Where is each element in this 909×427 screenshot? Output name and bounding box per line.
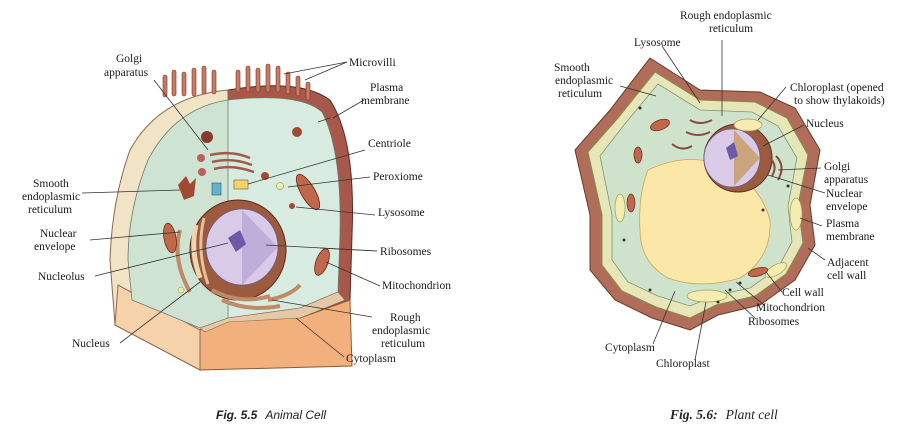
microvilli (162, 63, 311, 101)
label-plasma: Plasma (826, 218, 859, 230)
label-plasma: Plasma (370, 82, 403, 94)
plant-caption: Fig. 5.6: Plant cell (669, 406, 778, 423)
label-cytoplasm: Cytoplasm (605, 342, 655, 354)
label-golgi-2: apparatus (824, 174, 869, 186)
label-ribosomes: Ribosomes (748, 316, 800, 328)
label-lysosome: Lysosome (634, 37, 681, 49)
label-rough-er: Rough endoplasmic (680, 10, 772, 22)
label-membrane: membrane (826, 231, 875, 243)
animal-smooth-er (178, 176, 196, 200)
plant-cell-figure: Rough endoplasmic reticulum Lysosome Smo… (554, 10, 885, 423)
animal-vesicles (177, 127, 302, 294)
label-nucleolus: Nucleolus (38, 271, 85, 283)
label-adjacent: Adjacent (827, 257, 869, 269)
plant-golgi-er (671, 119, 783, 181)
label-lysosome: Lysosome (378, 207, 425, 219)
animal-nucleus (189, 199, 287, 301)
label-envelope: envelope (34, 241, 76, 253)
label-cell-wall: Cell wall (782, 287, 824, 299)
plant-labels: Rough endoplasmic reticulum Lysosome Smo… (554, 10, 885, 370)
animal-cell-figure: Golgi apparatus Microvilli Plasma membra… (22, 53, 451, 423)
label-chloroplast-opened: Chloroplast (opened (790, 82, 884, 94)
label-mitochondrion: Mitochondrion (382, 280, 451, 292)
plant-chloroplasts (614, 118, 803, 303)
label-smooth-2: endoplasmic (22, 191, 80, 203)
label-adjacent-2: cell wall (827, 270, 866, 282)
plant-leader-lines (619, 40, 826, 361)
label-smooth-2: endoplasmic (555, 75, 613, 87)
label-smooth-3: reticulum (28, 204, 72, 216)
label-microvilli: Microvilli (349, 57, 396, 69)
label-smooth: Smooth (554, 62, 590, 74)
animal-centriole (211, 179, 249, 196)
label-peroxiome: Peroxiome (373, 171, 423, 183)
label-mitochondrion: Mitochondrion (756, 302, 825, 314)
label-rough-3: reticulum (381, 338, 425, 350)
animal-rough-er (175, 229, 302, 310)
label-ribosomes: Ribosomes (380, 246, 432, 258)
label-centriole: Centriole (368, 138, 411, 150)
label-smooth: Smooth (33, 178, 69, 190)
label-chloroplast: Chloroplast (656, 358, 710, 370)
label-chloroplast-opened-2: to show thylakoids) (794, 95, 885, 107)
label-smooth-3: reticulum (558, 88, 602, 100)
plant-nucleus (703, 123, 773, 193)
label-rough: Rough (390, 312, 421, 324)
label-cytoplasm: Cytoplasm (346, 353, 396, 365)
animal-caption: Fig. 5.5 Animal Cell (216, 406, 326, 423)
animal-labels: Golgi apparatus Microvilli Plasma membra… (22, 53, 451, 365)
plant-ribosomes (622, 106, 790, 304)
plant-mitochondria (626, 118, 769, 278)
label-nuclear: Nuclear (40, 228, 77, 240)
label-golgi-2: apparatus (104, 67, 149, 79)
label-golgi: Golgi (824, 161, 850, 173)
animal-golgi (209, 151, 255, 174)
animal-mitochondria (163, 173, 330, 276)
label-envelope: envelope (826, 201, 868, 213)
animal-nucleolus (228, 230, 246, 252)
animal-leader-lines (81, 61, 381, 358)
label-rough-er-2: reticulum (709, 23, 753, 35)
label-membrane: membrane (361, 95, 410, 107)
label-golgi: Golgi (116, 53, 142, 65)
label-nuclear: Nuclear (826, 188, 863, 200)
label-rough-2: endoplasmic (372, 325, 430, 337)
label-nucleus: Nucleus (72, 338, 110, 350)
label-nucleus: Nucleus (806, 118, 844, 130)
